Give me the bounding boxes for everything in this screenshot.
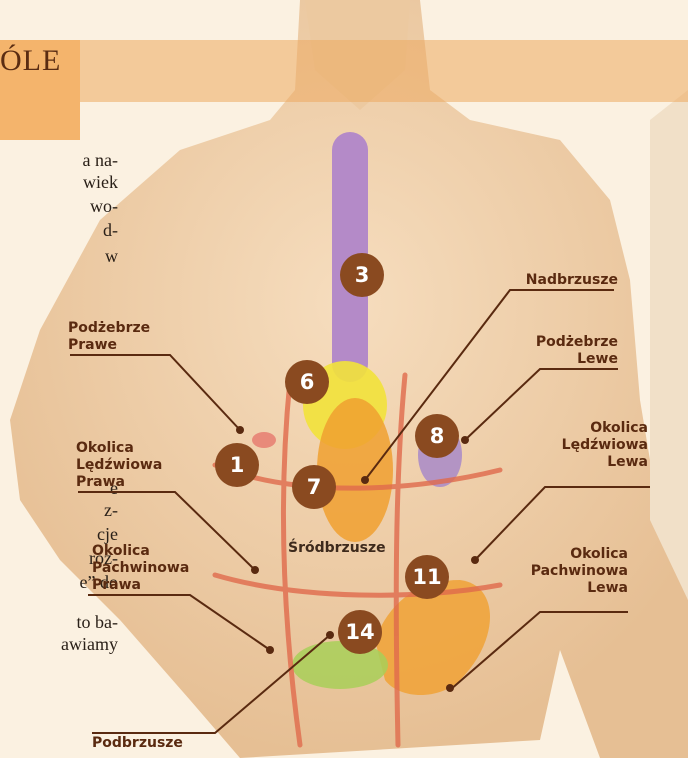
- marker-6: 6: [285, 360, 329, 404]
- marker-1: 1: [215, 443, 259, 487]
- label-okolica-ledzwiowa-lewa: Okolica Lędźwiowa Lewa: [530, 420, 648, 471]
- marker-7: 7: [292, 465, 336, 509]
- label-okolica-pachwinowa-lewa: Okolica Pachwinowa Lewa: [500, 546, 628, 597]
- label-okolica-pachwinowa-prawa: Okolica Pachwinowa Prawa: [92, 543, 189, 594]
- marker-8: 8: [415, 414, 459, 458]
- label-podzebrze-lewe: Podżebrze Lewe: [500, 334, 618, 368]
- label-podbrzusze: Podbrzusze: [92, 735, 183, 752]
- label-srodbrzusze: Śródbrzusze: [288, 540, 386, 556]
- label-okolica-ledzwiowa-prawa: Okolica Lędźwiowa Prawa: [76, 440, 162, 491]
- label-nadbrzusze: Nadbrzusze: [500, 272, 618, 289]
- marker-14: 14: [338, 610, 382, 654]
- marker-11: 11: [405, 555, 449, 599]
- marker-3: 3: [340, 253, 384, 297]
- label-podzebrze-prawe: Podżebrze Prawe: [68, 320, 150, 354]
- gallbladder-organ: [252, 432, 276, 448]
